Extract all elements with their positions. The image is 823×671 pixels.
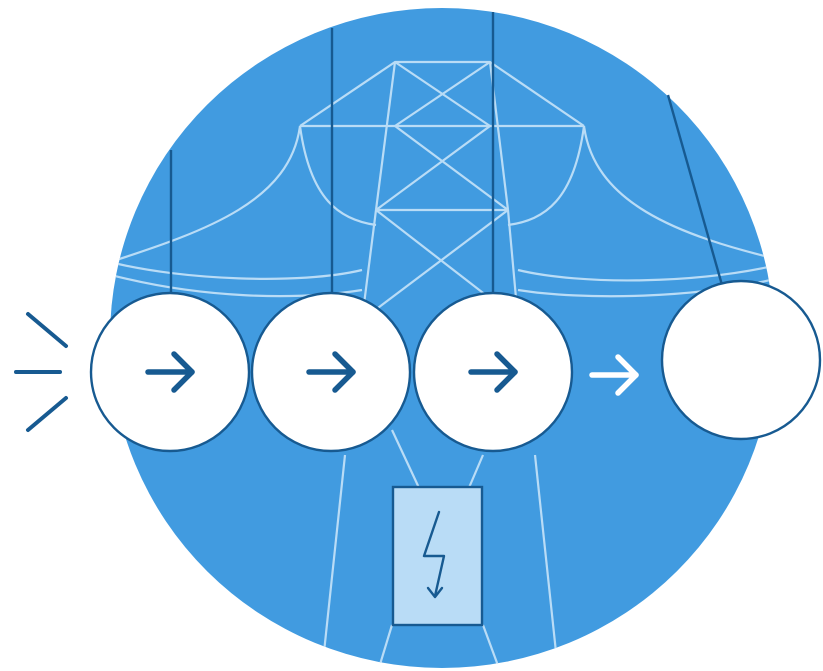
arrow-right-icon [306,351,356,393]
node-3 [412,291,574,453]
arrow-right-icon [145,351,195,393]
cables [169,12,724,296]
signal-burst-icon [14,312,68,432]
arrow-right-icon [468,351,518,393]
node-4 [660,279,822,441]
lightning-bolt-icon [422,510,446,599]
node-1 [89,291,251,453]
electrical-panel [391,485,484,627]
transfer-arrow-icon [589,354,639,396]
node-2 [250,291,412,453]
